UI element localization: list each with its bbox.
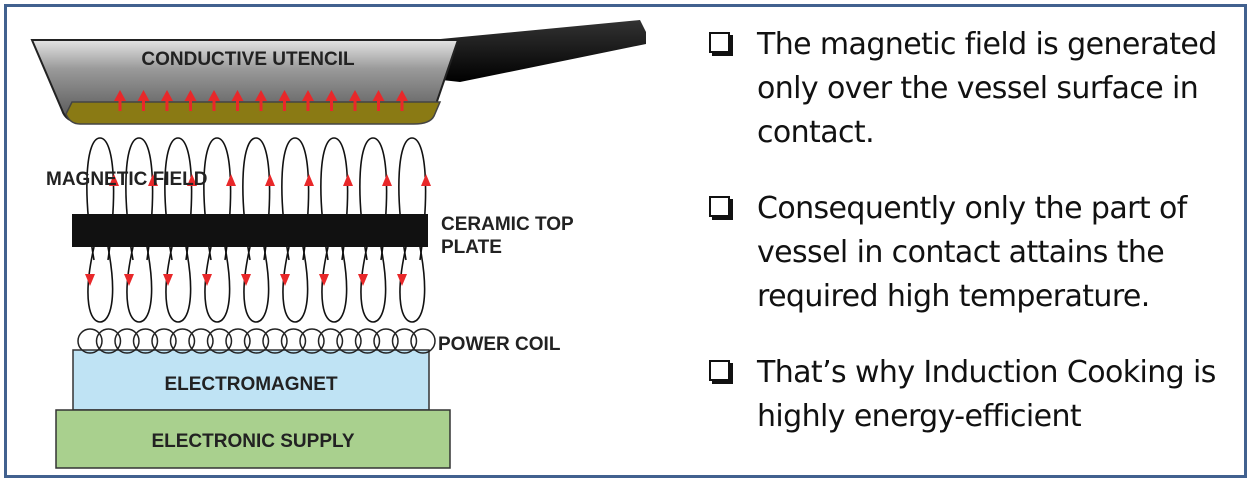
field-arrow-down [124,274,134,286]
heat-arrow-head [114,90,126,101]
field-arrow-down [397,274,407,286]
bullet-item: That’s why Induction Cooking is highly e… [707,351,1247,439]
coil-turn [280,328,307,354]
field-loop-upper [281,137,310,261]
pan-bottom-layer [65,101,442,125]
bullet-text: The magnetic field is generated only ove… [757,27,1217,150]
coil-turn [410,328,436,354]
field-arrow-down [358,274,368,286]
field-loop-upper [242,137,271,261]
field-loop-lower [87,246,114,323]
heat-arrow-head [137,90,150,101]
field-arrow-up [109,174,119,186]
electromagnet-block [72,349,430,411]
heat-arrow-head [349,90,361,101]
heat-arrow-head [208,90,220,101]
label-conductive-utensil: CONDUCTIVE UTENCIL [141,49,355,70]
coil-turn [243,328,270,354]
field-loop-upper [86,137,115,261]
coil-turn [391,328,418,354]
coil-turn [132,328,159,354]
coil-turn [206,328,233,354]
field-loop-lower [126,246,153,323]
field-loop-lower [282,246,309,323]
heat-arrow-head [372,90,385,101]
field-arrow-up [226,174,236,186]
coil-turn [317,328,344,354]
heat-arrow-head [255,90,267,101]
slide-frame: CONDUCTIVE UTENCIL MAGNETIC FIELD CERAMI… [4,4,1247,478]
magnetic-field-loops-lower [85,246,426,323]
coil-turn [169,328,196,354]
field-loop-lower [243,246,270,323]
field-arrow-up [148,174,158,186]
field-loop-upper [359,137,388,261]
electronic-supply-block [55,409,451,469]
coil-turn [225,328,251,354]
field-loop-lower [360,246,387,323]
bullet-item: Consequently only the part of vessel in … [707,187,1247,319]
field-arrow-down [241,274,251,286]
field-loop-upper [398,137,427,261]
field-loop-lower [165,246,192,323]
field-loop-upper [164,137,193,261]
heat-arrow-head [184,90,197,101]
field-arrow-down [319,274,329,286]
induction-diagram: CONDUCTIVE UTENCIL MAGNETIC FIELD CERAMI… [30,20,646,469]
field-arrow-down [163,274,173,286]
heat-arrow-head [396,90,408,101]
heat-arrow-head [231,90,244,101]
heat-arrow-head [302,90,314,101]
coil-turn [336,328,362,354]
field-loop-upper [125,137,154,261]
checkbox-bullet-icon [709,196,730,217]
field-arrow-up [265,174,275,186]
coil-turn [354,328,381,354]
bullet-list: The magnetic field is generated only ove… [707,23,1247,471]
label-ceramic-top-line2: PLATE [441,237,502,258]
field-loop-lower [204,246,231,323]
checkbox-bullet-icon [709,32,730,53]
field-arrow-up [382,174,392,186]
bullet-text: Consequently only the part of vessel in … [757,191,1187,314]
coil-turn [77,328,103,354]
field-loop-lower [321,246,348,323]
heat-arrow-head [325,90,338,101]
field-arrow-up [304,174,314,186]
label-electronic-supply: ELECTRONIC SUPPLY [151,431,354,452]
field-loop-upper [320,137,349,261]
field-loop-lower [399,246,426,323]
coil-turn [262,328,288,354]
power-coil [77,328,436,354]
pan-handle [430,20,646,82]
field-arrow-down [85,274,95,286]
coil-turn [373,328,399,354]
bullet-item: The magnetic field is generated only ove… [707,23,1247,155]
field-arrow-down [280,274,290,286]
bullet-text: That’s why Induction Cooking is highly e… [757,355,1216,434]
field-arrow-up [187,174,197,186]
ceramic-top-plate [72,214,428,247]
field-arrow-up [421,174,431,186]
label-electromagnet: ELECTROMAGNET [164,374,338,395]
coil-turn [299,328,325,354]
heat-arrow-head [161,90,173,101]
checkbox-bullet-icon [709,360,730,381]
heat-arrow-head [278,90,291,101]
label-power-coil: POWER COIL [438,334,561,355]
label-magnetic-field: MAGNETIC FIELD [46,169,208,190]
field-arrow-down [202,274,212,286]
magnetic-field-loops [86,137,431,261]
coil-turn [95,328,122,354]
field-arrow-up [343,174,353,186]
field-loop-upper [203,137,232,261]
pan-heat-arrows [114,90,408,111]
coil-turn [114,328,140,354]
coil-turn [151,328,177,354]
label-ceramic-top-line1: CERAMIC TOP [441,214,574,235]
coil-turn [188,328,214,354]
